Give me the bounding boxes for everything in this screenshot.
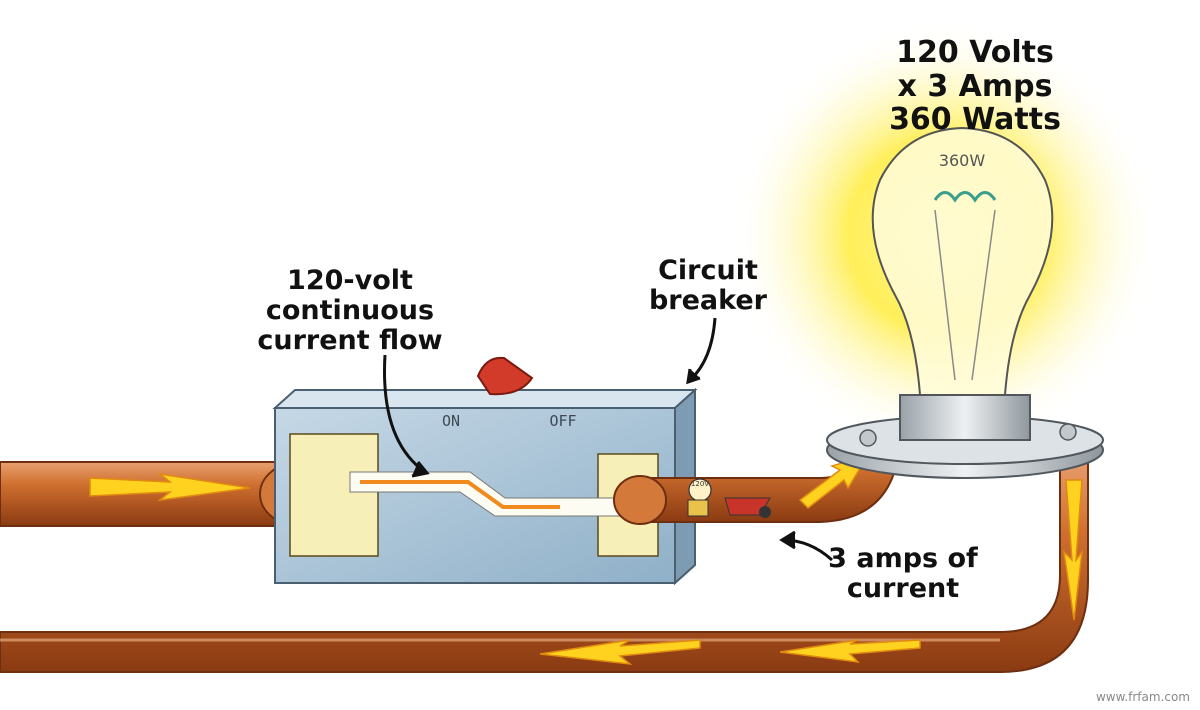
return-wire	[0, 454, 1089, 673]
breaker-line-1: Circuit	[658, 255, 758, 286]
lamp-socket	[826, 394, 1104, 479]
amps-line-1: 3 amps of	[828, 543, 978, 574]
circuit-breaker-label: Circuit breaker	[628, 255, 788, 317]
watermark: www.frfam.com	[1095, 690, 1190, 704]
flow-line-3: current flow	[257, 325, 443, 357]
worker-badge: 120V	[691, 480, 709, 488]
light-bulb: 360W	[871, 126, 1054, 396]
current-flow-arrows	[89, 453, 1084, 666]
electron-worker-illustration: 120V	[687, 478, 771, 518]
breaker-switch[interactable]	[476, 356, 534, 396]
power-calculation-label: 120 Volts x 3 Amps 360 Watts	[880, 36, 1070, 137]
power-line-watts: 360 Watts	[889, 102, 1061, 138]
circuit-breaker-box	[272, 387, 698, 586]
pointer-arrows	[383, 317, 834, 562]
switch-on-label: ON	[442, 412, 460, 430]
switch-off-label: OFF	[549, 412, 576, 430]
flow-line-2: continuous	[265, 295, 435, 327]
amps-label: 3 amps of current	[808, 543, 998, 605]
power-line-amps: x 3 Amps	[897, 68, 1053, 104]
breaker-line-2: breaker	[648, 285, 768, 317]
bulb-rating: 360W	[939, 151, 986, 170]
power-line-volts: 120 Volts	[896, 35, 1054, 70]
current-flow-label: 120-volt continuous current flow	[240, 265, 460, 357]
flow-line-1: 120-volt	[287, 265, 413, 296]
amps-line-2: current	[846, 573, 960, 605]
